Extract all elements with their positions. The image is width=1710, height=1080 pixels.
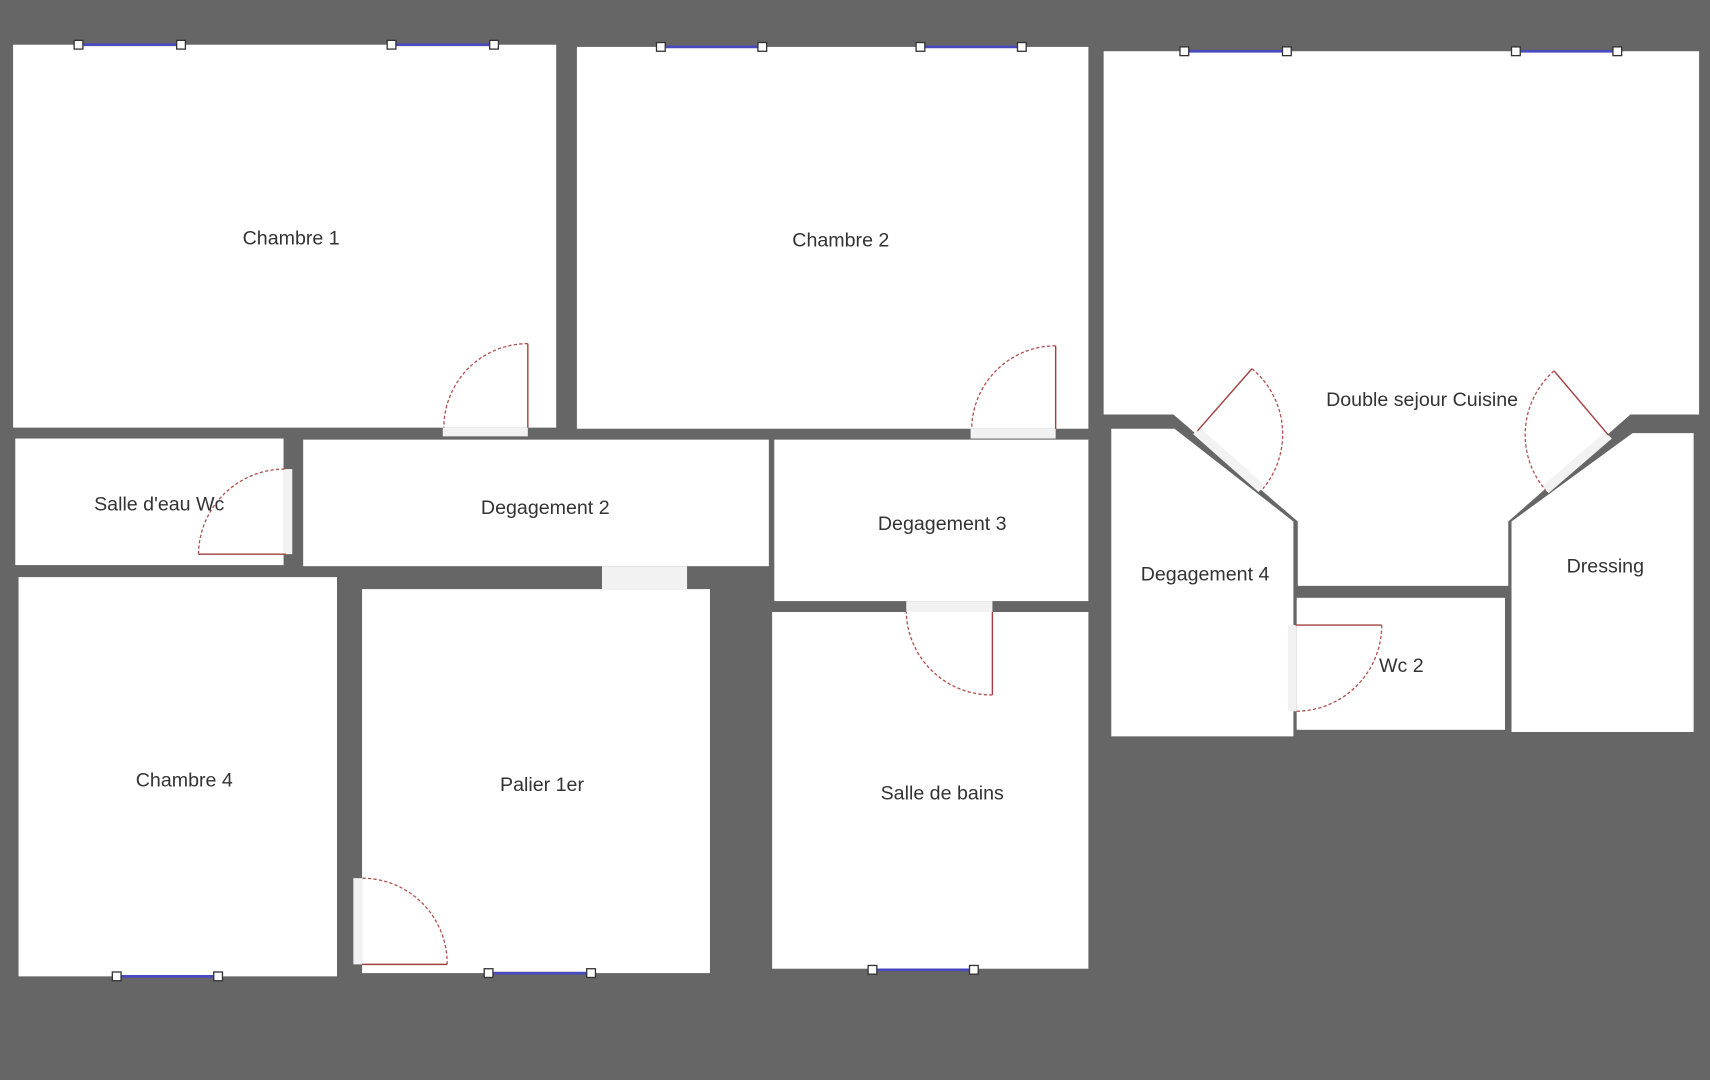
window xyxy=(1510,46,1623,57)
label-chambre-4: Chambre 4 xyxy=(136,770,233,792)
room-salle-de-bains[interactable] xyxy=(772,612,1089,969)
label-degagement-4: Degagement 4 xyxy=(1141,563,1270,585)
label-salle-de-bains: Salle de bains xyxy=(881,783,1004,805)
room-degagement-3[interactable] xyxy=(774,439,1089,602)
label-degagement-2: Degagement 2 xyxy=(481,497,610,519)
room-chambre-4[interactable] xyxy=(18,577,337,977)
room-palier-1er[interactable] xyxy=(362,589,710,974)
window xyxy=(655,41,768,52)
window xyxy=(915,41,1027,52)
room-salle-eau-wc[interactable] xyxy=(15,438,284,566)
label-chambre-2: Chambre 2 xyxy=(792,230,889,252)
room-double-sejour-cuisine[interactable] xyxy=(1103,51,1700,586)
window xyxy=(1179,46,1292,57)
room-degagement-2[interactable] xyxy=(303,439,769,567)
door[interactable] xyxy=(197,468,286,555)
label-salle-eau-wc: Salle d'eau Wc xyxy=(94,494,224,516)
door[interactable] xyxy=(971,345,1057,429)
label-wc-2: Wc 2 xyxy=(1379,655,1424,677)
door[interactable] xyxy=(1196,368,1284,490)
door[interactable] xyxy=(1524,370,1610,491)
window xyxy=(111,971,224,982)
window xyxy=(386,39,500,50)
room-wc-2[interactable] xyxy=(1296,597,1505,730)
label-chambre-1: Chambre 1 xyxy=(243,227,340,249)
door[interactable] xyxy=(1295,624,1383,712)
label-palier-1er: Palier 1er xyxy=(500,774,584,796)
room-chambre-1[interactable] xyxy=(13,44,557,428)
label-dressing: Dressing xyxy=(1567,556,1644,578)
window xyxy=(867,964,979,975)
label-double-sejour-cuisine: Double sejour Cuisine xyxy=(1326,389,1518,411)
label-degagement-3: Degagement 3 xyxy=(878,513,1007,535)
room-degagement-4[interactable] xyxy=(1111,428,1294,737)
door[interactable] xyxy=(362,877,448,966)
window xyxy=(483,968,597,979)
window xyxy=(73,39,187,50)
door[interactable] xyxy=(905,611,994,696)
door[interactable] xyxy=(443,342,529,428)
room-dressing[interactable] xyxy=(1511,433,1694,732)
